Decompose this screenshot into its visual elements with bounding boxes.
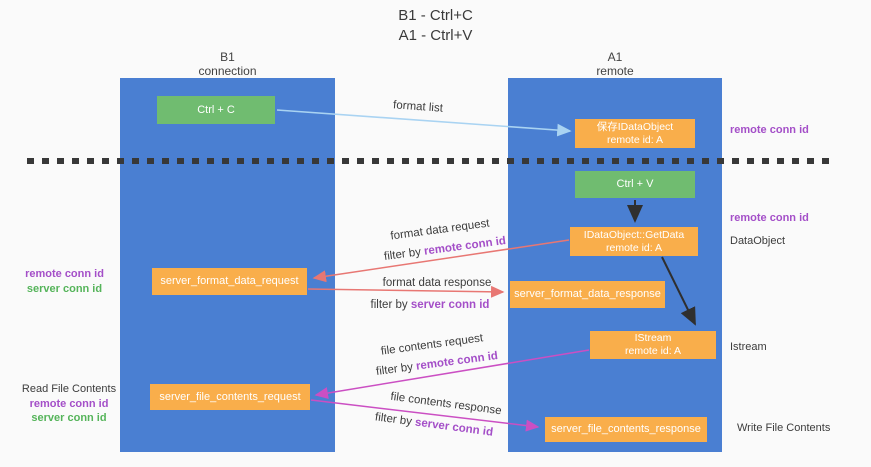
left-server-conn-id-2: server conn id — [31, 412, 107, 424]
lane-b1-subtitle: connection — [198, 64, 257, 78]
lane-a1-name: A1 — [607, 50, 623, 64]
right-istream-label: Istream — [730, 341, 767, 353]
right-write-file-contents: Write File Contents — [737, 422, 831, 434]
node-save-idataobject-line2: remote id: A — [606, 133, 664, 146]
server-conn-id-text: server conn id — [414, 416, 494, 439]
node-server-format-data-request-label: server_format_data_request — [160, 275, 299, 287]
node-server-format-data-response-label: server_format_data_response — [514, 288, 661, 300]
left-remote-conn-id-2: remote conn id — [29, 397, 109, 410]
node-istream: IStream remote id: A — [590, 331, 716, 359]
node-istream-line1: IStream — [634, 332, 672, 344]
server-conn-id-text: server conn id — [410, 299, 490, 311]
right-remote-conn-id-mid: remote conn id — [730, 212, 809, 224]
left-remote-conn-id: remote conn id — [25, 268, 104, 280]
label-file-contents-response: file contents response — [390, 391, 502, 417]
node-ctrl-v-label: Ctrl + V — [616, 178, 654, 190]
filter-by-text: filter by — [383, 246, 422, 263]
node-idataobject-getdata: IDataObject::GetData remote id: A — [570, 227, 698, 256]
left-conn-id-block: remote conn id server conn id — [17, 267, 112, 296]
left-read-file-contents: Read File Contents — [21, 383, 117, 395]
left-server-conn-id: server conn id — [26, 282, 103, 295]
filter-by-text: filter by — [375, 361, 414, 378]
remote-conn-id-text: remote conn id — [423, 235, 507, 258]
node-server-file-contents-response-label: server_file_contents_response — [551, 423, 701, 435]
label-format-list: format list — [393, 99, 444, 114]
label-format-data-response-text: format data response — [382, 277, 492, 289]
node-server-file-contents-request-label: server_file_contents_request — [159, 390, 301, 403]
diagram-title: B1 - Ctrl+C A1 - Ctrl+V — [0, 6, 871, 46]
arrow-format-data-response — [307, 285, 505, 298]
node-save-idataobject: 保存IDataObject remote id: A — [575, 119, 695, 148]
node-istream-line2: remote id: A — [624, 345, 682, 357]
node-ctrl-v: Ctrl + V — [575, 171, 695, 198]
node-server-format-data-response: server_format_data_response — [510, 281, 665, 308]
label-filter-server-2: filter by server conn id — [374, 411, 493, 438]
lane-a1-subtitle: remote — [596, 64, 634, 78]
filter-by-text: filter by — [374, 411, 413, 429]
lane-header-a1: A1 remote — [508, 50, 722, 78]
filter-by-text: filter by — [370, 299, 408, 311]
label-file-contents-response-text: file contents response — [389, 390, 503, 418]
label-filter-server-1: filter by server conn id — [371, 299, 490, 311]
lane-header-b1: B1 connection — [120, 50, 335, 78]
node-ctrl-c-label: Ctrl + C — [197, 103, 235, 116]
node-getdata-line1: IDataObject::GetData — [583, 228, 685, 241]
right-dataobject-label: DataObject — [730, 235, 786, 247]
label-format-list-text: format list — [392, 99, 444, 115]
node-server-file-contents-request: server_file_contents_request — [150, 384, 310, 410]
node-save-idataobject-line1: 保存IDataObject — [596, 120, 674, 133]
node-ctrl-c: Ctrl + C — [157, 96, 275, 124]
remote-conn-id-text: remote conn id — [415, 350, 499, 373]
title-line-2: A1 - Ctrl+V — [398, 27, 473, 44]
node-server-file-contents-response: server_file_contents_response — [545, 417, 707, 442]
label-format-data-response: format data response — [383, 277, 492, 289]
right-remote-conn-id-top: remote conn id — [730, 124, 809, 136]
title-line-1: B1 - Ctrl+C — [398, 7, 473, 24]
node-server-format-data-request: server_format_data_request — [152, 268, 307, 295]
lane-b1-name: B1 — [220, 50, 235, 64]
left-read-file-block: Read File Contents remote conn id server… — [14, 382, 124, 426]
node-getdata-line2: remote id: A — [605, 241, 663, 254]
